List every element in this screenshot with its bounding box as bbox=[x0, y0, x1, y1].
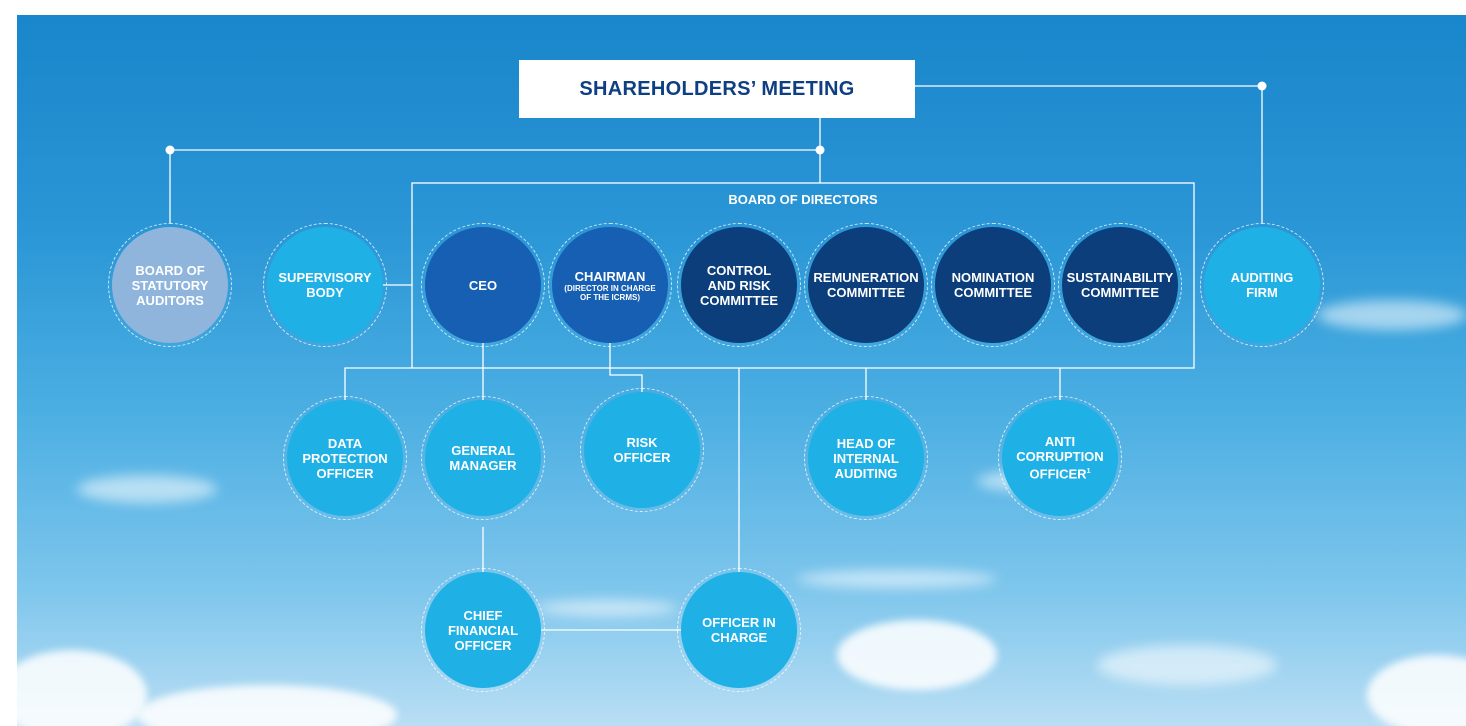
node-label: INTERNAL bbox=[833, 450, 899, 466]
node-label: CEO bbox=[468, 277, 498, 293]
node-label: HEAD OF bbox=[836, 435, 896, 451]
org-chart-canvas: SHAREHOLDERS’ MEETING BOARD OF DIRECTORS… bbox=[17, 15, 1466, 726]
node-label: FINANCIAL bbox=[447, 622, 519, 638]
node-label: RISK bbox=[626, 435, 658, 450]
shareholders-meeting-box: SHAREHOLDERS’ MEETING bbox=[519, 60, 915, 118]
node-label: COMMITTEE bbox=[954, 285, 1032, 300]
auditing-firm-node: AUDITING FIRM bbox=[1200, 223, 1324, 347]
cloud-decoration bbox=[1317, 300, 1466, 330]
node-label: STATUTORY bbox=[131, 277, 209, 293]
cloud-decoration bbox=[17, 650, 147, 726]
node-label: MANAGER bbox=[449, 458, 517, 473]
node-label: OFFICER1 bbox=[1029, 464, 1091, 482]
cloud-decoration bbox=[1097, 645, 1277, 685]
node-label: CONTROL bbox=[706, 262, 772, 278]
node-label: SUPERVISORY bbox=[278, 270, 372, 285]
cloud-decoration bbox=[77, 475, 217, 503]
nomination-committee-node: NOMINATION COMMITTEE bbox=[931, 223, 1055, 347]
ceo-node: CEO bbox=[421, 223, 545, 347]
node-label: AUDITING bbox=[834, 465, 898, 481]
control-and-risk-committee-node: CONTROL AND RISK COMMITTEE bbox=[677, 223, 801, 347]
risk-officer-node: RISK OFFICER bbox=[580, 388, 704, 512]
supervisory-body-node: SUPERVISORY BODY bbox=[263, 223, 387, 347]
cloud-decoration bbox=[537, 600, 677, 616]
shareholders-meeting-title: SHAREHOLDERS’ MEETING bbox=[579, 77, 855, 100]
node-label: CHARGE bbox=[710, 630, 768, 645]
footnote-marker: 1 bbox=[1086, 468, 1091, 476]
sustainability-committee-node: SUSTAINABILITY COMMITTEE bbox=[1058, 223, 1182, 347]
chief-financial-officer-node: CHIEF FINANCIAL OFFICER bbox=[421, 568, 545, 692]
node-label: PROTECTION bbox=[302, 450, 388, 466]
board-of-statutory-auditors-node: BOARD OF STATUTORY AUDITORS bbox=[108, 223, 232, 347]
anti-corruption-officer-node: ANTI CORRUPTION OFFICER1 bbox=[998, 396, 1122, 520]
node-label: CHIEF bbox=[463, 607, 503, 623]
node-label: OFFICER bbox=[613, 450, 671, 465]
node-sublabel: (DIRECTOR IN CHARGE bbox=[564, 283, 656, 293]
node-label: CORRUPTION bbox=[1016, 449, 1104, 465]
node-label: OFFICER bbox=[316, 465, 374, 481]
board-of-directors-label: BOARD OF DIRECTORS bbox=[728, 192, 878, 207]
node-label: BODY bbox=[306, 285, 344, 300]
node-label: COMMITTEE bbox=[827, 285, 905, 300]
node-sublabel: OF THE ICRMS) bbox=[580, 292, 640, 302]
node-label: OFFICER bbox=[454, 637, 512, 653]
node-label: AND RISK bbox=[707, 277, 771, 293]
node-label: CHAIRMAN bbox=[574, 268, 646, 284]
node-label: AUDITING bbox=[1230, 270, 1294, 285]
node-label: BOARD OF bbox=[135, 262, 205, 278]
chairman-node: CHAIRMAN (DIRECTOR IN CHARGE OF THE ICRM… bbox=[548, 223, 672, 347]
cloud-decoration bbox=[137, 685, 397, 726]
node-label: FIRM bbox=[1246, 285, 1278, 300]
node-label: AUDITORS bbox=[136, 292, 204, 308]
node-label: REMUNERATION bbox=[813, 270, 919, 285]
general-manager-node: GENERAL MANAGER bbox=[421, 396, 545, 520]
officer-in-charge-node: OFFICER IN CHARGE bbox=[677, 568, 801, 692]
node-label: COMMITTEE bbox=[1081, 285, 1159, 300]
cloud-decoration bbox=[797, 570, 997, 588]
node-label-text: OFFICER bbox=[1029, 466, 1087, 482]
node-label: NOMINATION bbox=[951, 270, 1035, 285]
cloud-decoration bbox=[837, 620, 997, 690]
connector-lines bbox=[165, 81, 1267, 631]
remuneration-committee-node: REMUNERATION COMMITTEE bbox=[804, 223, 928, 347]
node-label: OFFICER IN bbox=[702, 615, 776, 630]
node-label: SUSTAINABILITY bbox=[1066, 270, 1174, 285]
node-label: GENERAL bbox=[451, 443, 515, 458]
node-label: ANTI bbox=[1044, 434, 1076, 450]
node-label: COMMITTEE bbox=[700, 292, 778, 308]
data-protection-officer-node: DATA PROTECTION OFFICER bbox=[283, 396, 407, 520]
head-of-internal-auditing-node: HEAD OF INTERNAL AUDITING bbox=[804, 396, 928, 520]
node-label: DATA bbox=[327, 435, 363, 451]
